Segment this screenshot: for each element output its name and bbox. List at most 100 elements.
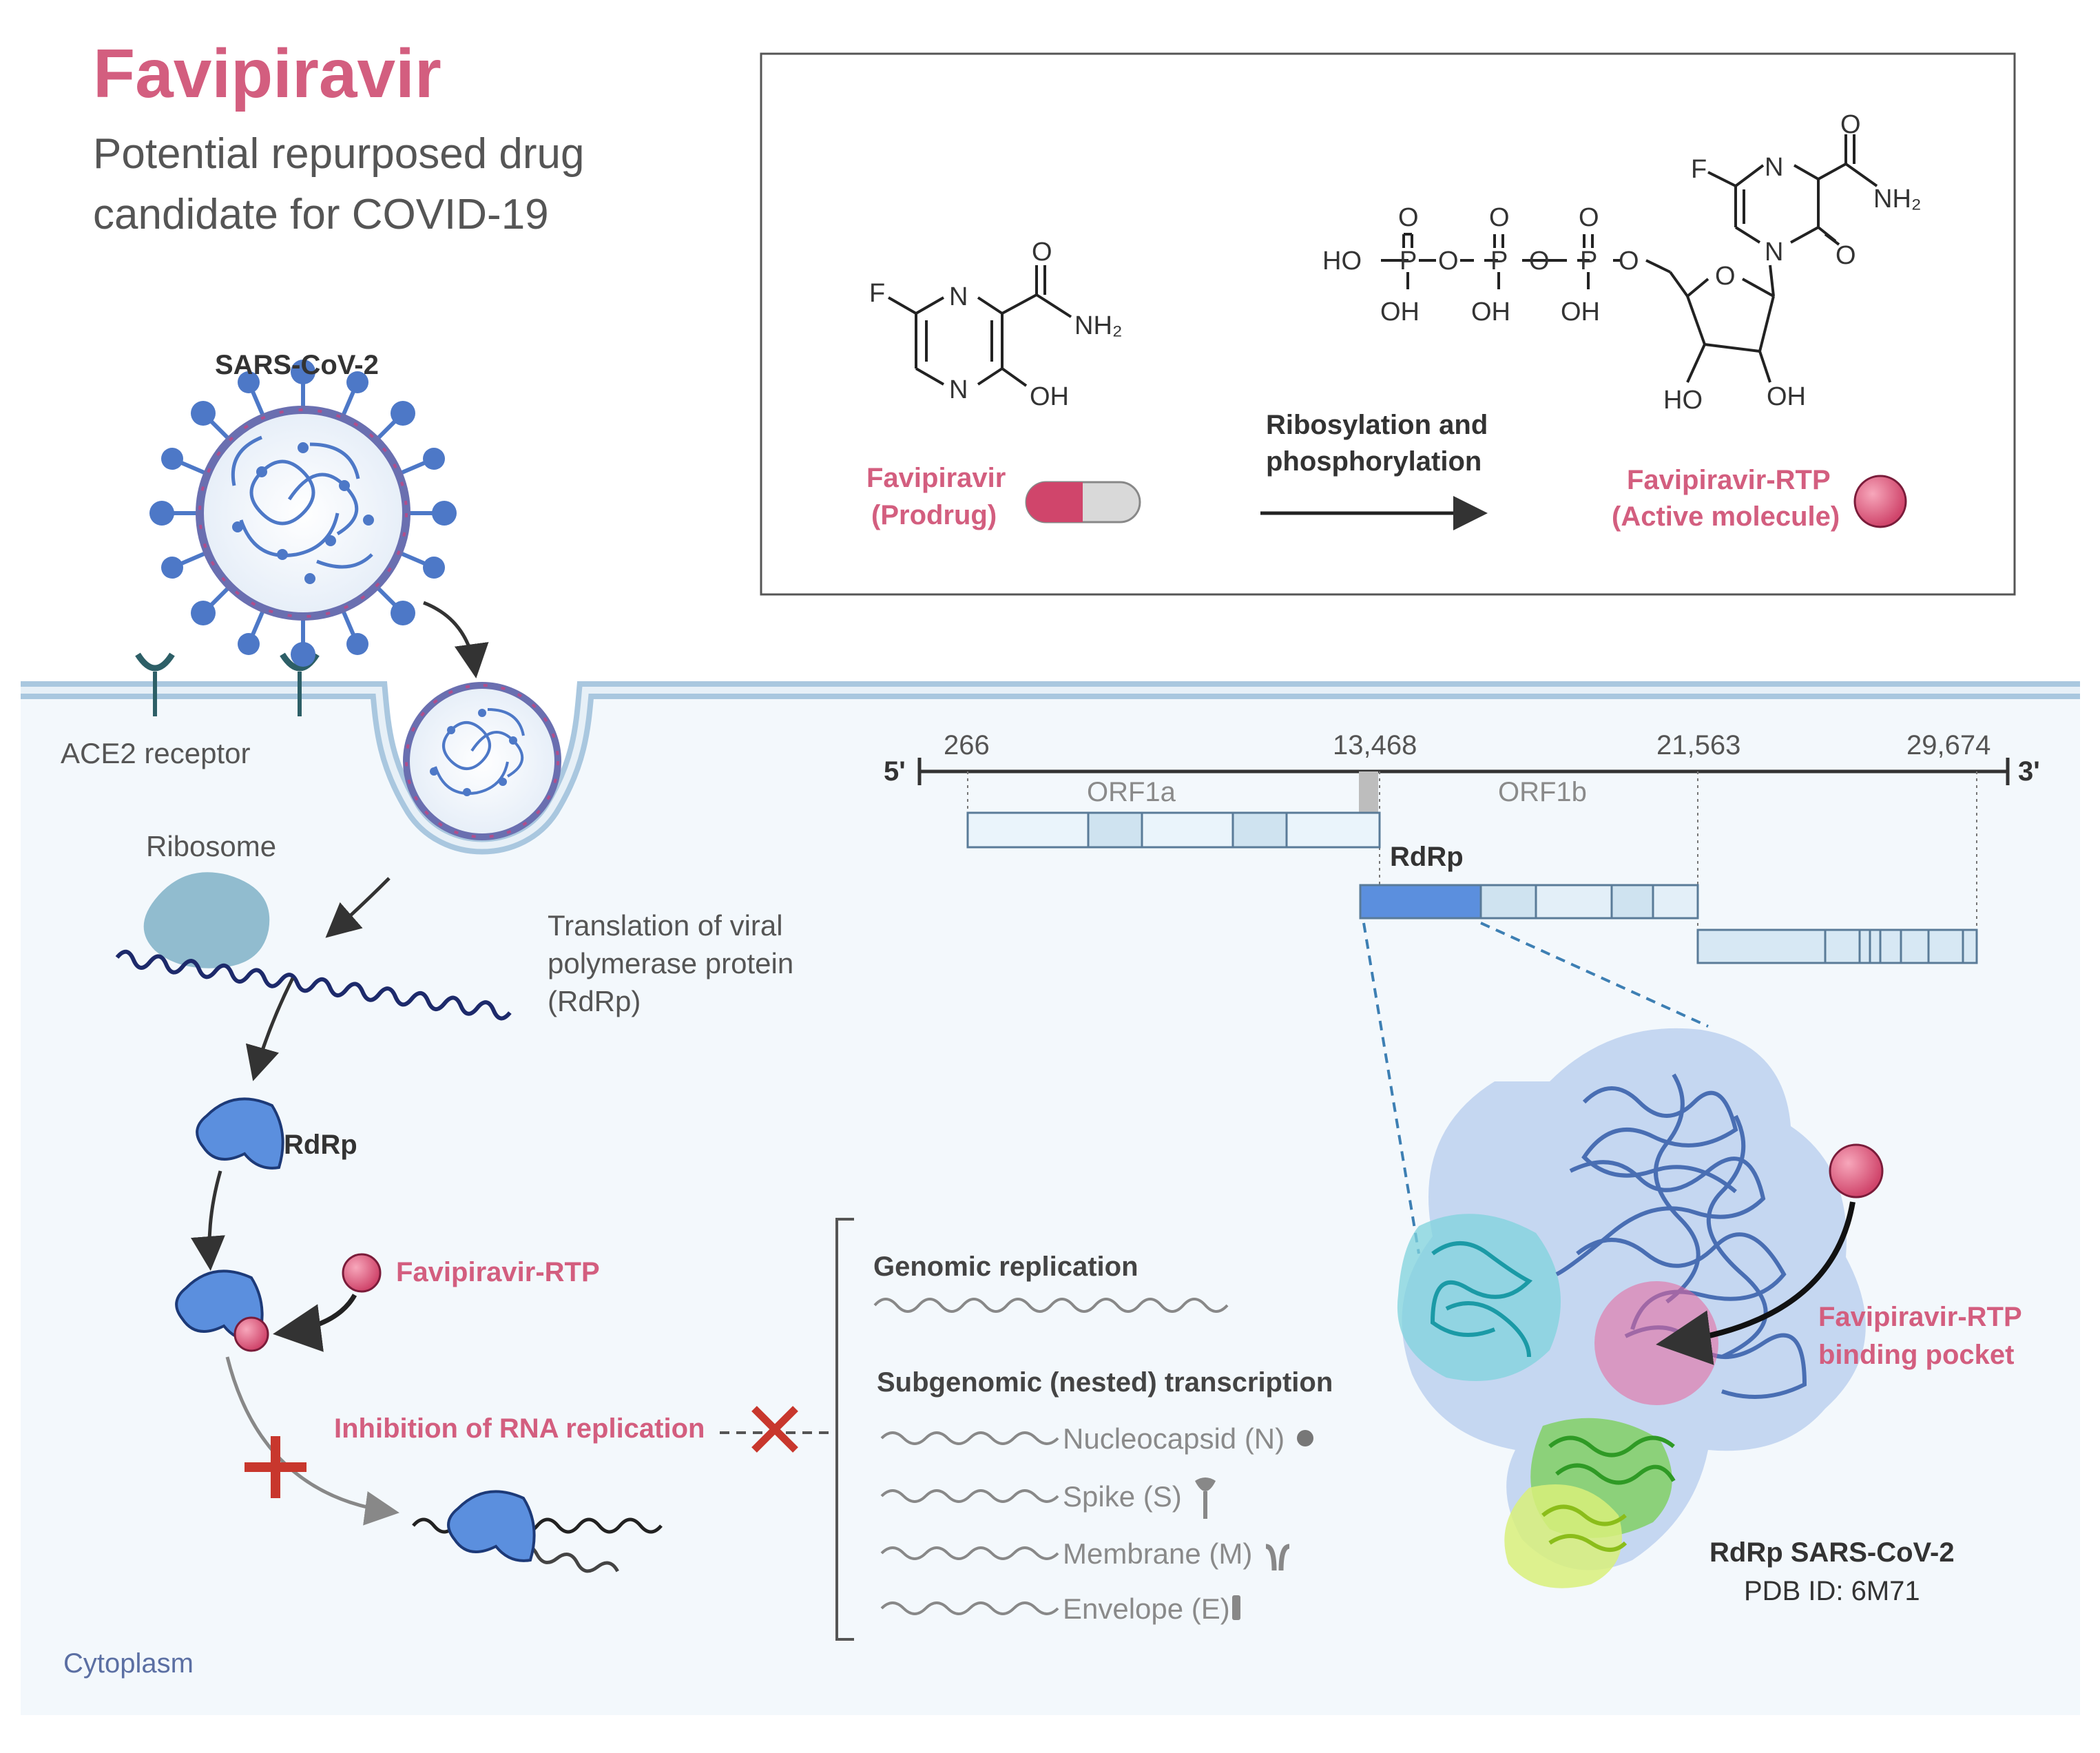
envelope-icon <box>1232 1595 1240 1620</box>
prodrug-name: Favipiravir <box>866 463 1006 493</box>
rna-strand-new <box>515 1544 619 1573</box>
pocket-label-line1: Favipiravir-RTP <box>1818 1302 2022 1332</box>
atom-o-bridge-3: O <box>1619 247 1639 276</box>
drug-label: Favipiravir-RTP <box>396 1257 600 1287</box>
ribosome-icon <box>143 872 270 968</box>
block-x-icon <box>751 1406 798 1453</box>
rdrp-label: RdRp <box>284 1130 357 1160</box>
pocket-drug-ball-icon <box>1829 1143 1884 1199</box>
atom-n-2: N <box>949 375 968 404</box>
atom-oh-p2: OH <box>1471 298 1510 326</box>
bound-drug-icon <box>233 1316 269 1352</box>
membrane-icon <box>1265 1544 1290 1571</box>
ribosome-label: Ribosome <box>146 830 277 862</box>
cell-membrane <box>21 681 2080 855</box>
genomic-rna-wave <box>873 1298 1229 1313</box>
atom-o-keto: O <box>1836 241 1856 270</box>
atom-o-amide: O <box>1840 110 1861 139</box>
zoom-line-right <box>1480 922 1709 1028</box>
product-membrane: Membrane (M) <box>1063 1537 1253 1570</box>
translation-label-line1: Translation of viral <box>548 909 783 942</box>
prodrug-capsule-icon <box>1025 481 1141 523</box>
atom-o-bridge-2: O <box>1529 247 1550 276</box>
atom-p-3: P <box>1580 247 1598 276</box>
pocket-binding-arrow <box>1656 1201 1855 1365</box>
release-arrow <box>325 877 391 938</box>
page-subtitle: Potential repurposed drug candidate for … <box>93 130 585 238</box>
atom-o-p2-top: O <box>1489 203 1510 232</box>
pocket-label-line2: binding pocket <box>1818 1340 2015 1370</box>
genome-rdrp-label: RdRp <box>1390 842 1464 872</box>
product-envelope: Envelope (E) <box>1063 1593 1230 1625</box>
atom-o-1: O <box>1032 238 1052 267</box>
active-molecule-icon <box>1853 475 1907 528</box>
rdrp-replicating-icon <box>447 1490 536 1562</box>
favipiravir-structure <box>888 265 1072 387</box>
drug-binding-arrow <box>273 1294 357 1352</box>
to-rdrp-arrow <box>245 977 295 1081</box>
atom-p-1: P <box>1400 247 1417 276</box>
product-nucleocapsid: Nucleocapsid (N) <box>1063 1422 1285 1455</box>
atom-n-1: N <box>949 282 968 311</box>
translation-label-line3: (RdRp) <box>548 985 641 1017</box>
virus-particle-icon <box>149 360 457 667</box>
atom-ho-ribose: HO <box>1663 386 1703 415</box>
inhibition-label: Inhibition of RNA replication <box>334 1413 705 1444</box>
atom-ho-phosphate: HO <box>1322 247 1362 276</box>
atom-oh-p3: OH <box>1561 298 1600 326</box>
five-prime-label: 5' <box>884 756 906 787</box>
replication-bracket <box>835 1218 854 1641</box>
translation-label-line2: polymerase protein <box>548 947 794 979</box>
active-note: (Active molecule) <box>1612 501 1840 532</box>
rdrp-protein-icon <box>196 1097 284 1170</box>
zoom-line-left <box>1362 922 1420 1254</box>
atom-p-2: P <box>1490 247 1508 276</box>
subgenomic-heading: Subgenomic (nested) transcription <box>877 1367 1333 1398</box>
position-266: 266 <box>944 730 990 760</box>
cytoplasm-label: Cytoplasm <box>63 1648 194 1679</box>
atom-o-bridge-1: O <box>1438 247 1459 276</box>
orf1a-bar <box>966 811 1381 849</box>
endocytosed-virus-icon <box>403 682 561 840</box>
to-complex-arrow <box>191 1170 225 1271</box>
atom-f-2: F <box>1691 155 1707 184</box>
orf1b-label: ORF1b <box>1498 777 1587 807</box>
e-rna-wave <box>880 1601 1059 1615</box>
n-rna-wave <box>880 1431 1059 1445</box>
spike-icon <box>1195 1477 1216 1519</box>
atom-oh-ribose: OH <box>1767 382 1806 411</box>
atom-n-4: N <box>1765 238 1784 267</box>
atom-oh-1: OH <box>1030 382 1069 411</box>
orf1b-bar <box>1359 884 1699 920</box>
virus-label: SARS-CoV-2 <box>215 350 379 380</box>
active-name: Favipiravir-RTP <box>1627 465 1831 495</box>
three-prime-label: 3' <box>2018 756 2040 787</box>
reaction-label-line2: phosphorylation <box>1266 446 1482 477</box>
s-rna-wave <box>880 1489 1059 1503</box>
prodrug-note: (Prodrug) <box>871 500 997 530</box>
mrna-strand <box>115 949 512 1021</box>
receptor-label: ACE2 receptor <box>61 737 251 769</box>
chemistry-box <box>760 52 2016 596</box>
position-13468: 13,468 <box>1333 730 1417 760</box>
orf1a-label: ORF1a <box>1087 777 1176 807</box>
m-rna-wave <box>880 1546 1059 1560</box>
atom-f-1: F <box>869 279 886 308</box>
atom-n-3: N <box>1765 153 1784 182</box>
atom-nh2-2: NH₂ <box>1873 185 1922 214</box>
inhibition-cross-icon <box>245 1436 306 1498</box>
ace2-receptor-1 <box>135 652 175 716</box>
entry-arrow <box>423 601 489 678</box>
structure-pdb: PDB ID: 6M71 <box>1744 1576 1920 1606</box>
page-title: Favipiravir <box>93 35 441 112</box>
orf-structural-bar <box>1696 929 1978 964</box>
position-21563: 21,563 <box>1656 730 1741 760</box>
binding-pocket-highlight <box>1594 1281 1718 1405</box>
atom-oh-p1: OH <box>1380 298 1420 326</box>
genome-axis <box>917 758 2010 785</box>
structure-name: RdRp SARS-CoV-2 <box>1709 1537 1955 1568</box>
atom-o-ribose: O <box>1715 262 1736 291</box>
favipiravir-rtp-structure <box>1381 134 1878 383</box>
